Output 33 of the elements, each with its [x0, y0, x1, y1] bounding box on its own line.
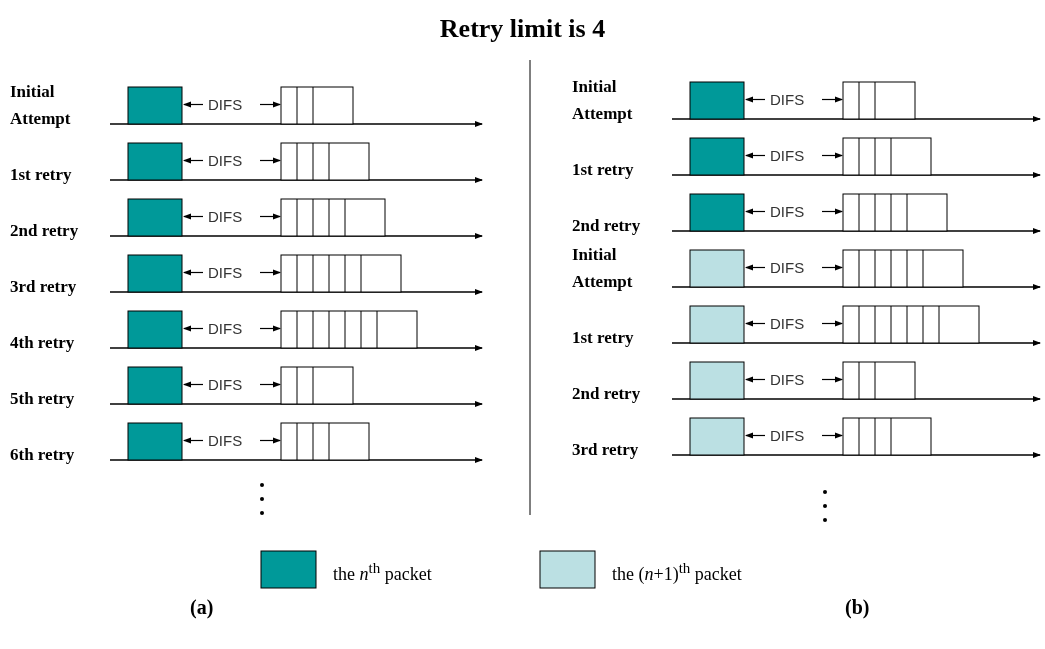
row-label: 2nd retry — [572, 215, 642, 237]
row-label: 2nd retry — [10, 220, 80, 242]
row-label: 1st retry — [572, 327, 635, 349]
difs-label: DIFS — [770, 202, 805, 220]
difs-label: DIFS — [770, 90, 805, 108]
row-label: 1st retry — [10, 164, 73, 186]
difs-label: DIFS — [770, 258, 805, 276]
row-label: 3rd retry — [572, 439, 640, 461]
row-label: 4th retry — [10, 332, 76, 354]
panel-caption: (b) — [845, 596, 870, 619]
row-label: 2nd retry — [572, 383, 642, 405]
difs-label: DIFS — [770, 426, 805, 444]
difs-label: DIFS — [208, 431, 243, 449]
panel-caption: (a) — [190, 596, 214, 619]
difs-label: DIFS — [770, 314, 805, 332]
difs-label: DIFS — [208, 151, 243, 169]
title: Retry limit is 4 — [438, 14, 607, 44]
difs-label: DIFS — [208, 375, 243, 393]
row-label: 1st retry — [572, 159, 635, 181]
difs-label: DIFS — [208, 207, 243, 225]
row-label: 6th retry — [10, 444, 76, 466]
row-label: Initial Attempt — [10, 81, 72, 130]
row-label: 3rd retry — [10, 276, 78, 298]
legend-label: the n$^{th}$ packet — [333, 560, 432, 585]
row-label: Initial Attempt — [572, 76, 634, 125]
row-label: Initial Attempt — [572, 244, 634, 293]
difs-label: DIFS — [770, 370, 805, 388]
difs-label: DIFS — [208, 95, 243, 113]
difs-label: DIFS — [208, 263, 243, 281]
row-label: 5th retry — [10, 388, 76, 410]
difs-label: DIFS — [770, 146, 805, 164]
difs-label: DIFS — [208, 319, 243, 337]
legend-label: the (n+1)$^{th}$ packet — [612, 560, 742, 585]
